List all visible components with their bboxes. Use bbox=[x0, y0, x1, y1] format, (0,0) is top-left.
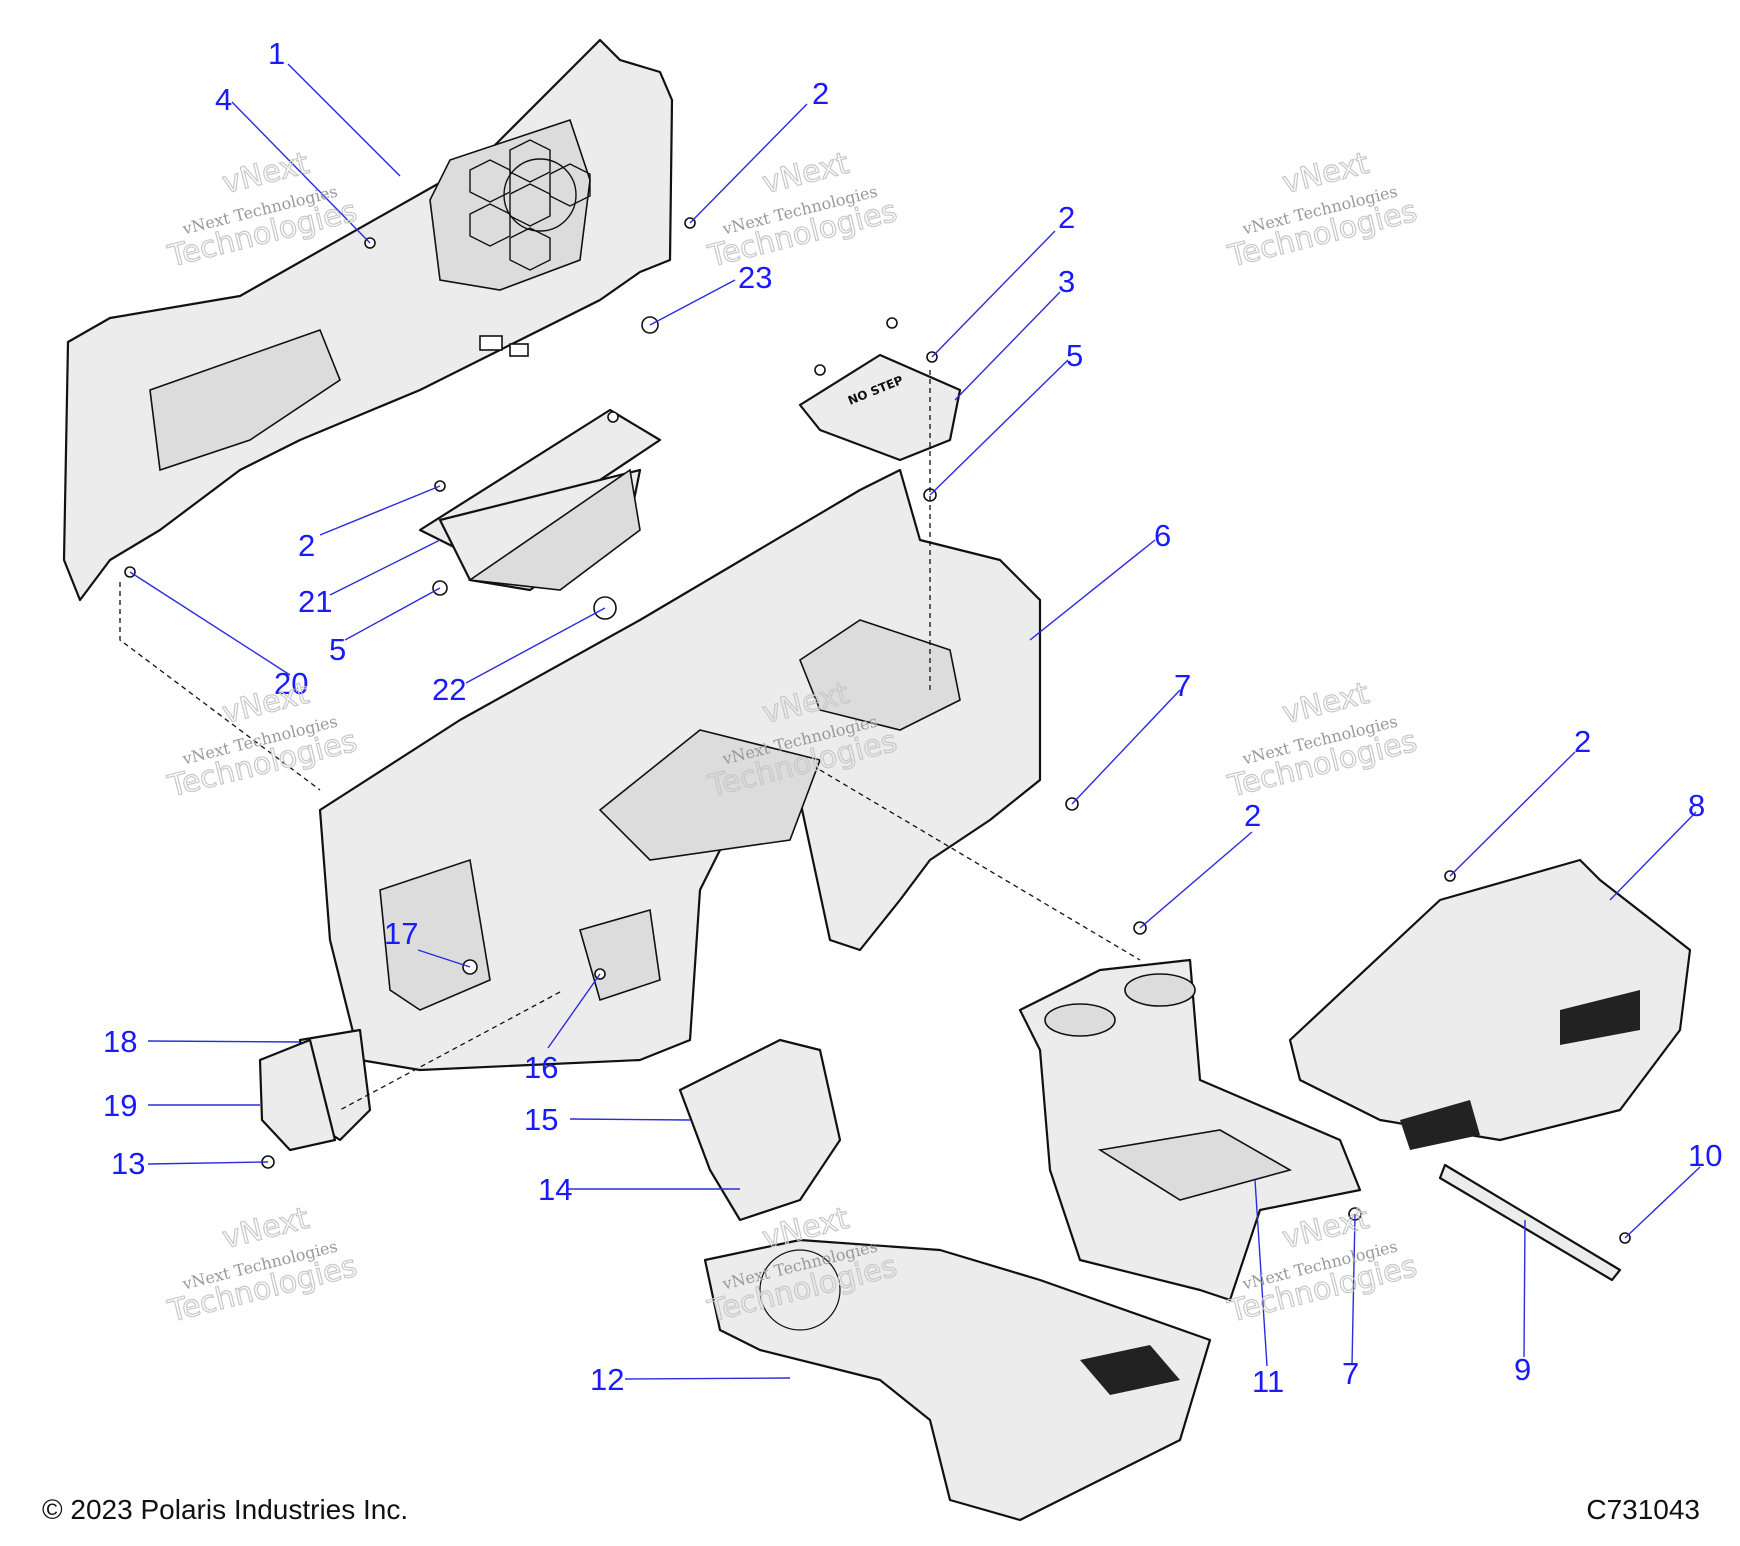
callout-12: 12 bbox=[590, 1362, 624, 1397]
watermark-4: vNext vNext Technologies Technologies bbox=[164, 675, 362, 805]
drawing-number: C731043 bbox=[1586, 1494, 1700, 1525]
callout-6: 6 bbox=[1154, 518, 1171, 553]
callout-labels: 1 2 4 2 3 5 23 2 21 5 20 22 6 7 2 2 8 17… bbox=[103, 36, 1722, 1399]
callout-7-floor: 7 bbox=[1342, 1356, 1359, 1391]
callout-7-dash: 7 bbox=[1174, 668, 1191, 703]
part-rear-panel bbox=[62, 38, 674, 602]
callout-2-rear-panel: 2 bbox=[812, 76, 829, 111]
assembly-lines bbox=[119, 370, 1141, 1111]
part-no-step-plate: NO STEP bbox=[798, 353, 962, 462]
part-center-console bbox=[1018, 958, 1362, 1302]
callout-4: 4 bbox=[215, 82, 232, 117]
watermark-7: vNext vNext Technologies Technologies bbox=[164, 1200, 362, 1330]
callout-2-floor-right: 2 bbox=[1574, 724, 1591, 759]
part-right-floor-panel bbox=[1288, 858, 1692, 1150]
callout-19: 19 bbox=[103, 1088, 137, 1123]
callout-15: 15 bbox=[524, 1102, 558, 1137]
callout-2-bin: 2 bbox=[298, 528, 315, 563]
copyright-text: © 2023 Polaris Industries Inc. bbox=[42, 1494, 409, 1525]
part-large-access-door bbox=[678, 1038, 842, 1222]
callout-16: 16 bbox=[524, 1050, 558, 1085]
callout-23: 23 bbox=[738, 260, 772, 295]
callout-13: 13 bbox=[111, 1146, 145, 1181]
callout-11: 11 bbox=[1252, 1364, 1284, 1399]
callout-1: 1 bbox=[268, 36, 285, 71]
part-bracket bbox=[1438, 1163, 1622, 1282]
callout-22: 22 bbox=[432, 672, 466, 707]
callout-21: 21 bbox=[298, 584, 332, 619]
leader-lines bbox=[129, 63, 1701, 1380]
callout-17: 17 bbox=[384, 916, 418, 951]
callout-2-plate: 2 bbox=[1058, 200, 1075, 235]
watermark-2: vNext vNext Technologies Technologies bbox=[704, 145, 902, 275]
callout-18: 18 bbox=[103, 1024, 137, 1059]
watermark-6: vNext vNext Technologies Technologies bbox=[1224, 675, 1422, 805]
callout-8: 8 bbox=[1688, 788, 1705, 823]
callout-3: 3 bbox=[1058, 264, 1075, 299]
part-small-access-door bbox=[258, 1028, 372, 1152]
watermark-3: vNext vNext Technologies Technologies bbox=[1224, 145, 1422, 275]
part-dash-assembly bbox=[318, 468, 1042, 1072]
callout-14: 14 bbox=[538, 1172, 572, 1207]
callout-5-plate: 5 bbox=[1066, 338, 1083, 373]
callout-10: 10 bbox=[1688, 1138, 1722, 1173]
callout-2-console: 2 bbox=[1244, 798, 1261, 833]
part-left-floor-panel bbox=[703, 1238, 1212, 1522]
part-storage-bin bbox=[418, 408, 662, 592]
callout-20: 20 bbox=[274, 666, 308, 701]
callout-9: 9 bbox=[1514, 1352, 1531, 1387]
callout-5-bin: 5 bbox=[329, 632, 346, 667]
